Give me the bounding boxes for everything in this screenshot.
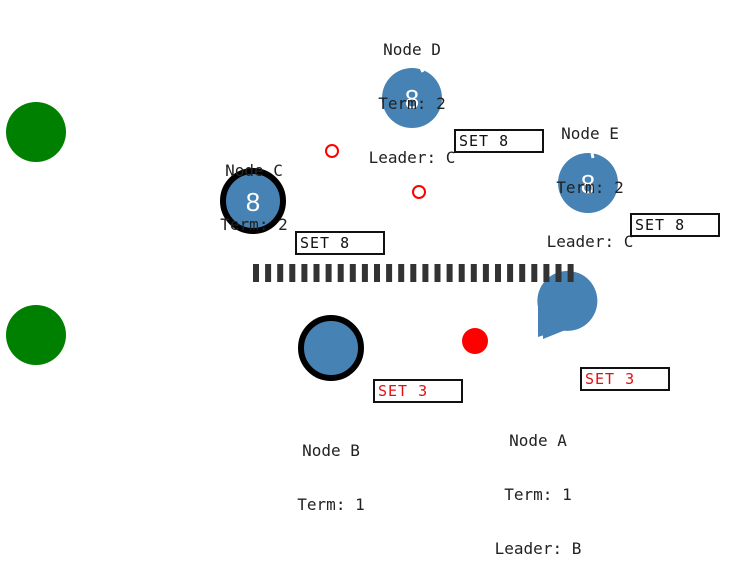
partition-segment [519,264,526,282]
partition-segment [458,264,465,282]
cluster-diagram: 8 8 8 [6,67,618,381]
node-d-label: Node D Term: 2 Leader: C [369,5,456,185]
partition-segment [567,264,574,282]
partition-segment [265,264,272,282]
log-entry-node-d[interactable]: SET 8 [454,129,544,153]
node-b-term: Term: 1 [297,495,365,514]
partition-segment [253,264,259,282]
partition-segment [277,264,284,282]
node-a-label: Node A Term: 1 Leader: B [495,396,582,576]
node-a-leader: Leader: B [494,539,582,558]
node-e[interactable]: 8 [558,152,618,213]
message-dot-1 [325,144,339,158]
log-entry-node-a[interactable]: SET 3 [580,367,670,391]
partition-segment [337,264,344,282]
node-c-term: Term: 2 [220,215,288,234]
partition-segment [446,264,453,282]
node-e-term: Term: 2 [556,178,624,197]
node-b[interactable] [298,315,364,381]
node-e-value: 8 [581,169,595,199]
node-b-name: Node B [302,441,360,460]
node-a[interactable] [537,270,598,339]
partition-segment [422,264,429,282]
client-circle-top[interactable] [6,102,66,162]
node-d-leader: Leader: C [368,148,456,167]
partition-segment [482,264,489,282]
node-e-name: Node E [561,124,619,143]
partition-segment [349,264,356,282]
node-d-value: 8 [405,84,419,114]
node-c-label: Node C Term: 2 [220,126,287,252]
log-entry-node-b[interactable]: SET 3 [373,379,463,403]
partition-segment [531,264,538,282]
partition-segment [398,264,405,282]
partition-segment [313,264,320,282]
partition-segment [410,264,417,282]
client-circle-bottom[interactable] [6,305,66,365]
node-a-name: Node A [509,431,567,450]
message-dot-2 [412,185,426,199]
partition-segment [374,264,380,282]
partition-segment [507,264,514,282]
partition-segment [361,264,368,282]
partition-segment [555,264,562,282]
message-dot-3 [462,328,488,354]
node-e-label: Node E Term: 2 Leader: C [547,89,634,269]
partition-segment [386,264,393,282]
partition-segment [434,264,441,282]
node-c[interactable]: 8 [220,168,286,234]
log-entry-node-c[interactable]: SET 8 [295,231,385,255]
network-partition[interactable] [253,264,574,282]
node-d[interactable]: 8 [382,67,442,128]
partition-segment [470,264,477,282]
node-a-term: Term: 1 [504,485,572,504]
node-b-label: Node B Term: 1 [297,406,364,532]
node-e-leader: Leader: C [546,232,634,251]
partition-segment [301,264,308,282]
node-c-value: 8 [246,187,260,217]
node-d-name: Node D [383,40,441,59]
node-d-term: Term: 2 [378,94,446,113]
partition-segment [289,264,296,282]
partition-segment [325,264,332,282]
partition-segment [543,264,550,282]
node-c-name: Node C [225,161,283,180]
partition-segment [495,264,501,282]
log-entry-node-e[interactable]: SET 8 [630,213,720,237]
